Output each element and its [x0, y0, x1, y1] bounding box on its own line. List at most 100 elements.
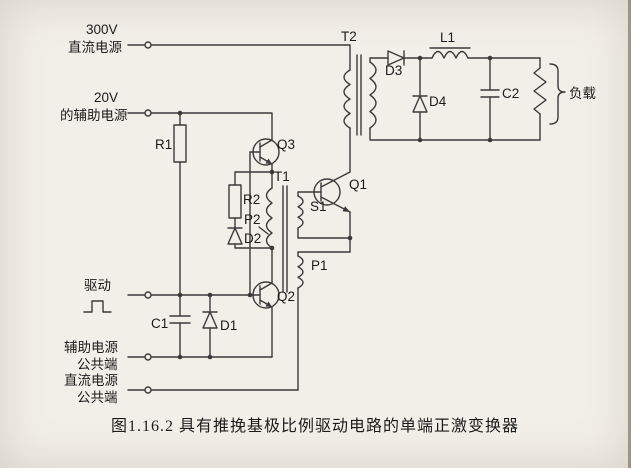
label-D4: D4 [429, 94, 447, 109]
transformer-T1 [258, 185, 304, 293]
label-dc-source: 直流电源 [68, 40, 122, 55]
label-T2: T2 [341, 29, 357, 44]
terminal-20v [144, 109, 152, 117]
diode-D2 [227, 227, 243, 245]
label-C1: C1 [151, 316, 168, 331]
r1-body [173, 124, 187, 163]
t2-secondary-winding [369, 61, 377, 129]
l1-winding [431, 50, 469, 59]
label-D1: D1 [220, 318, 237, 333]
diode-D1 [202, 311, 218, 329]
component-labels: R1 R2 C1 C2 D1 D2 D3 D4 Q1 Q2 Q3 T1 T2 L… [151, 29, 519, 333]
terminal-aux-common [144, 353, 152, 361]
label-C2: C2 [502, 86, 519, 101]
label-aux-common-1: 辅助电源 [64, 340, 118, 355]
junction-dot [177, 292, 183, 298]
wire-p1-top-branch [297, 251, 351, 257]
label-T1: T1 [274, 169, 290, 184]
junction-dot [207, 354, 213, 360]
q3-collector [259, 139, 273, 148]
drive-pulse-icon [83, 300, 112, 313]
label-aux-source: 的辅助电源 [60, 108, 128, 123]
junction-dot [487, 55, 493, 61]
d2-triangle [227, 227, 243, 245]
wires [127, 44, 541, 391]
resistor-R1 [173, 124, 187, 163]
figure-caption: 图1.16.2 具有推挽基极比例驱动电路的单端正激变换器 [111, 417, 519, 435]
winding-S1 [297, 195, 304, 229]
winding-P2 [265, 187, 273, 249]
label-P1: P1 [311, 258, 328, 273]
label-load: 负载 [569, 86, 596, 101]
q1-emitter-arrow [342, 206, 350, 212]
junction-dot [417, 55, 423, 61]
label-R1: R1 [155, 137, 172, 152]
junction-dot [177, 110, 183, 116]
diode-D3 [387, 50, 405, 66]
label-P2: P2 [244, 212, 261, 227]
label-300v: 300V [86, 22, 118, 37]
wire-output-bottom-rail [369, 127, 541, 141]
diode-D4 [412, 95, 428, 113]
label-R2: R2 [243, 192, 260, 207]
t2-core [356, 54, 362, 136]
q2-collector [259, 282, 273, 291]
winding-P1 [297, 255, 304, 289]
q2-emitter-arrow [265, 301, 272, 307]
q1-collector [320, 171, 351, 188]
resistor-R2 [228, 184, 242, 219]
c1-plates [169, 315, 191, 324]
terminal-300v [144, 41, 152, 49]
inductor-L1 [429, 47, 471, 59]
label-Q1: Q1 [349, 177, 367, 192]
junction-dot [269, 169, 275, 175]
capacitor-C2 [480, 89, 500, 98]
wire-rail-20v [150, 112, 273, 141]
label-D3: D3 [385, 63, 402, 78]
junction-dots [177, 55, 493, 360]
label-Q3: Q3 [277, 137, 295, 152]
junction-dot [487, 137, 493, 143]
label-L1: L1 [440, 30, 455, 45]
d4-triangle [412, 95, 428, 113]
transistor-Q3 [249, 138, 280, 166]
d1-triangle [202, 311, 218, 329]
label-S1: S1 [310, 199, 327, 214]
terminal-dc-common [144, 386, 152, 394]
label-aux-common-2: 公共端 [77, 357, 118, 372]
load-zigzag [533, 67, 547, 115]
source-labels: 300V 直流电源 20V 的辅助电源 驱动 辅助电源 公共端 直流电源 公共端… [60, 22, 596, 405]
junction-dot [417, 137, 423, 143]
wire-s1-to-q1-base [297, 191, 322, 197]
load-resistor [533, 63, 566, 125]
t2-primary-winding [343, 69, 351, 129]
label-D2: D2 [244, 231, 261, 246]
wire-r2-top-branch [234, 171, 273, 186]
load-brace [549, 63, 566, 125]
t1-core [282, 185, 288, 293]
junction-dot [347, 235, 353, 241]
q3-emitter-arrow [265, 158, 272, 164]
transformer-T2 [343, 54, 377, 136]
label-20v: 20V [94, 90, 118, 105]
wire-s1-bottom-to-emitter [297, 227, 351, 239]
junction-dot [247, 292, 253, 298]
q1-envelope [313, 178, 341, 206]
junction-dot [177, 354, 183, 360]
label-dc-common-2: 公共端 [77, 390, 118, 405]
junction-dot [207, 292, 213, 298]
junction-dot [269, 245, 275, 251]
transistor-Q1 [313, 171, 351, 213]
label-dc-common-1: 直流电源 [64, 373, 118, 388]
label-drive: 驱动 [84, 278, 111, 293]
wire-rail-300v [150, 44, 351, 71]
c2-plates [480, 89, 500, 98]
capacitor-C1 [169, 315, 191, 324]
wire-d2-bottom-branch [234, 243, 273, 249]
terminal-drive [144, 291, 152, 299]
transistor-Q2 [249, 281, 280, 309]
r2-body [228, 184, 242, 219]
d3-triangle [387, 50, 405, 66]
